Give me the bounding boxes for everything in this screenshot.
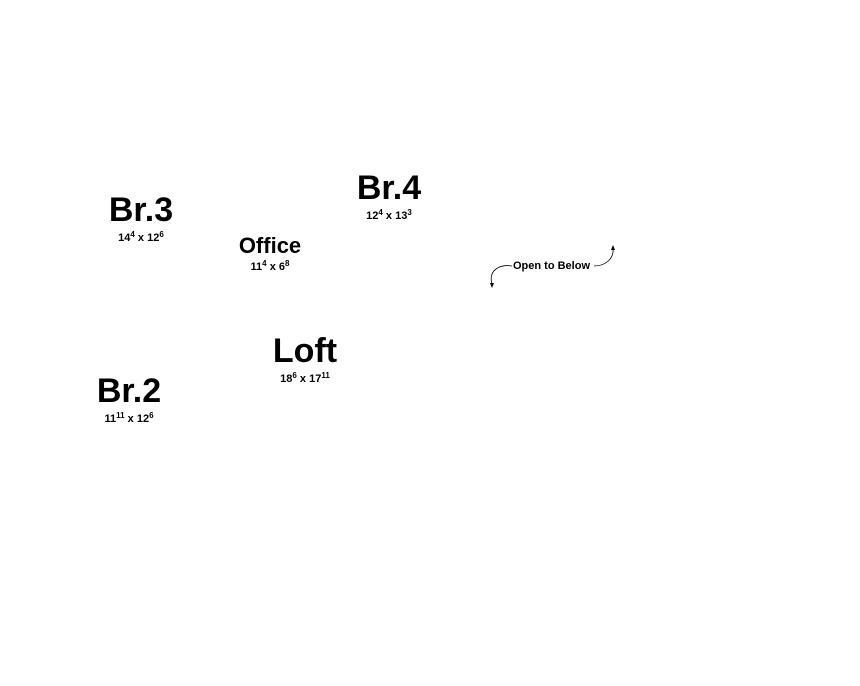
room-name: Br.3 bbox=[108, 191, 174, 229]
room-name: Br.2 bbox=[96, 372, 162, 410]
room-name: Office bbox=[238, 233, 302, 258]
leader-arrow-left bbox=[490, 265, 513, 285]
room-loft: Loft 186 x 1711 bbox=[273, 334, 337, 387]
room-name: Br.4 bbox=[356, 169, 422, 207]
open-to-below-label: Open to Below bbox=[513, 260, 590, 272]
room-dimensions: 124 x 133 bbox=[366, 208, 412, 222]
room-dimensions: 114 x 68 bbox=[250, 259, 290, 273]
arrowhead-icon bbox=[490, 283, 494, 288]
room-dimensions: 186 x 1711 bbox=[280, 371, 330, 385]
room-br4: Br.4 124 x 133 bbox=[357, 171, 421, 224]
room-office: Office 114 x 68 bbox=[239, 235, 301, 275]
room-br3: Br.3 144 x 126 bbox=[109, 193, 173, 246]
room-dimensions: 1111 x 126 bbox=[104, 411, 154, 425]
arrowhead-icon bbox=[611, 245, 615, 250]
room-dimensions: 144 x 126 bbox=[118, 230, 164, 244]
room-name: Loft bbox=[272, 332, 338, 370]
room-br2: Br.2 1111 x 126 bbox=[97, 374, 161, 427]
leader-arrow-right bbox=[593, 248, 614, 267]
